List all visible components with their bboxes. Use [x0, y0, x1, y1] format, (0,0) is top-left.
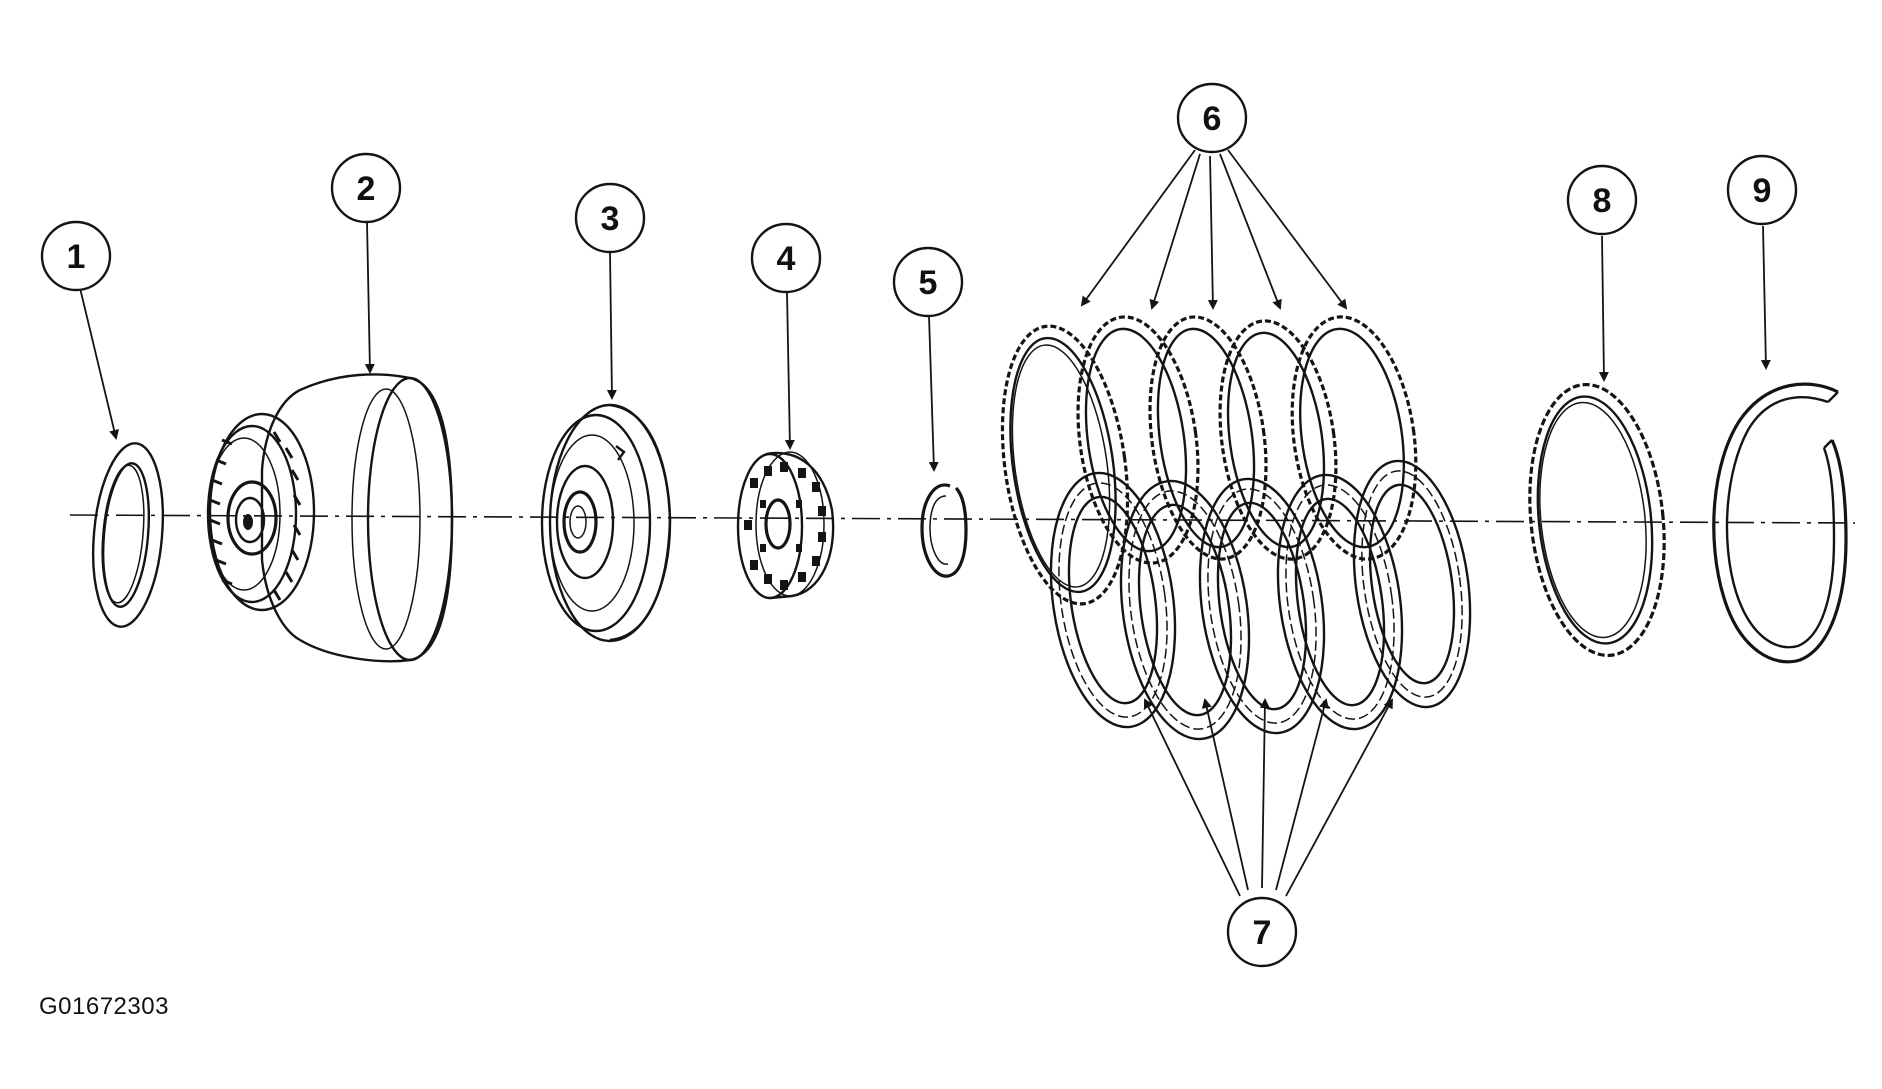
callout-label: 2 — [357, 170, 376, 208]
part-9-retaining-ring — [1712, 382, 1848, 664]
part-1-thrust-washer — [91, 442, 165, 628]
leader-7a — [1143, 698, 1241, 897]
leader-9 — [1760, 225, 1771, 370]
leader-5 — [928, 315, 939, 472]
steel-plate-6a — [1000, 324, 1130, 606]
callout-label: 9 — [1753, 172, 1772, 210]
part-3-clutch-piston — [540, 403, 672, 643]
leader-3 — [606, 251, 617, 400]
callout-1: 1 — [40, 220, 112, 292]
figure-id-label: G01672303 — [39, 993, 169, 1020]
friction-plate-7d — [1276, 473, 1404, 731]
friction-plate-7a — [1049, 471, 1177, 729]
leader-7d — [1275, 698, 1329, 891]
callout-7: 7 — [1226, 896, 1298, 968]
leader-6b — [1149, 153, 1201, 310]
steel-plate-6b — [1076, 315, 1200, 565]
friction-plate-7c — [1198, 477, 1326, 735]
friction-plate-7b — [1119, 479, 1251, 741]
part-6-steel-plates — [1000, 315, 1418, 606]
callout-9: 9 — [1726, 154, 1798, 226]
part-7-friction-plates — [1049, 459, 1472, 741]
leader-2 — [364, 221, 375, 374]
leader-7c — [1259, 698, 1270, 889]
callout-label: 7 — [1253, 914, 1272, 952]
leader-1 — [79, 287, 119, 440]
callout-label: 8 — [1593, 182, 1612, 220]
center-axis-line — [69, 514, 1856, 524]
callout-8: 8 — [1566, 164, 1638, 236]
callout-4: 4 — [750, 222, 822, 294]
leader-4 — [784, 291, 795, 450]
part-4-sprag-assembly — [736, 451, 835, 600]
leader-6e — [1227, 149, 1348, 310]
callouts: 1 2 3 4 5 6 7 8 — [40, 82, 1798, 968]
part-2-clutch-drum — [206, 373, 454, 663]
leader-8 — [1598, 235, 1609, 382]
callout-label: 4 — [777, 240, 796, 278]
callout-5: 5 — [892, 246, 964, 318]
friction-plate-7e — [1352, 459, 1472, 709]
callout-6: 6 — [1176, 82, 1248, 154]
steel-plate-6d — [1218, 319, 1338, 561]
callout-label: 5 — [919, 264, 938, 302]
callout-label: 1 — [67, 238, 86, 276]
part-5-snap-ring — [920, 483, 968, 578]
callout-label: 3 — [601, 200, 620, 238]
leader-7b — [1201, 698, 1249, 891]
callout-3: 3 — [574, 182, 646, 254]
leader-7e — [1285, 698, 1393, 897]
leader-6c — [1207, 155, 1218, 310]
part-8-pressure-plate — [1528, 382, 1666, 658]
callout-2: 2 — [330, 152, 402, 224]
leader-6a — [1080, 149, 1196, 307]
leader-arrows — [79, 149, 1771, 897]
callout-label: 6 — [1203, 100, 1222, 138]
leader-6d — [1219, 153, 1282, 310]
